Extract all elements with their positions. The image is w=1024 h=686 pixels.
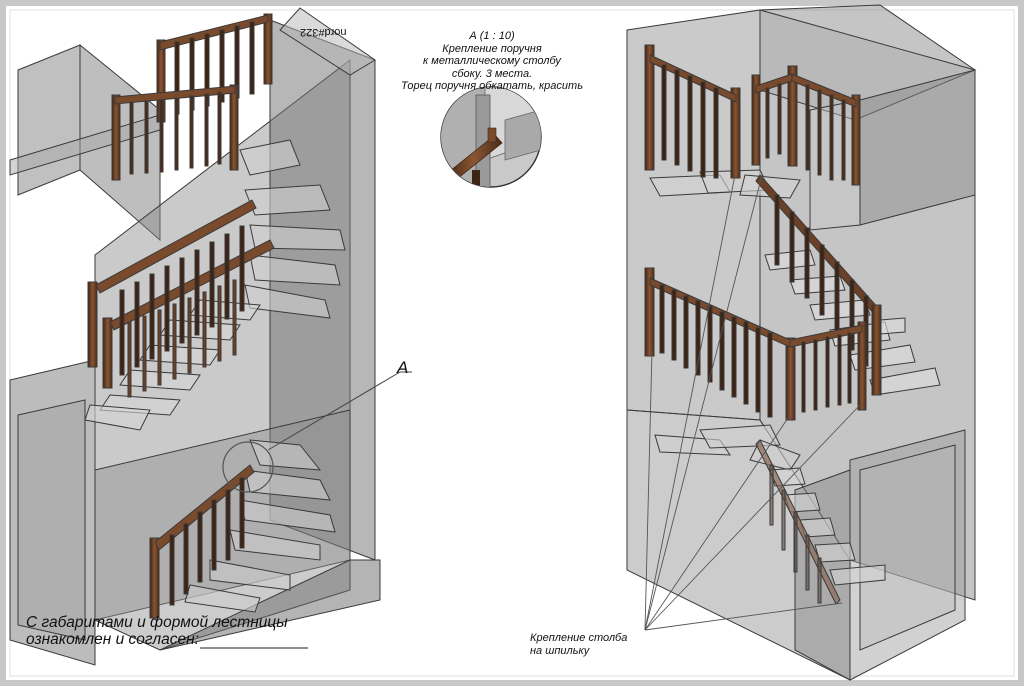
drawing-code: nord#322 [300,26,347,38]
detail-view-circle [440,86,542,188]
post-note-line-1: Крепление столба [530,632,628,644]
left-staircase-view [9,7,412,666]
detail-line-1: Крепление поручня [442,42,542,55]
post-note-line-2: на шпильку [530,644,590,657]
detail-title: А (1 : 10) [469,30,515,42]
approval-line-1: С габаритами и формой лестницы [26,614,288,631]
right-staircase-view [626,4,977,681]
detail-line-4: Торец поручня обкатать, красить [401,80,583,92]
detail-line-2: к металлическому столбу [423,55,561,67]
approval-line-2: ознакомлен и согласен: [26,631,199,648]
callout-label-a: A [397,358,409,377]
detail-callout-circle [222,441,274,493]
detail-caption: А (1 : 10) Крепление поручня к металличе… [392,30,592,93]
callout-leader [267,371,401,451]
approval-note: С габаритами и формой лестницы ознакомле… [26,614,288,648]
post-fixing-note: Крепление столба на шпильку [530,632,627,657]
post-fixing-leaders [644,174,861,631]
detail-line-3: сбоку. 3 места. [451,67,533,80]
